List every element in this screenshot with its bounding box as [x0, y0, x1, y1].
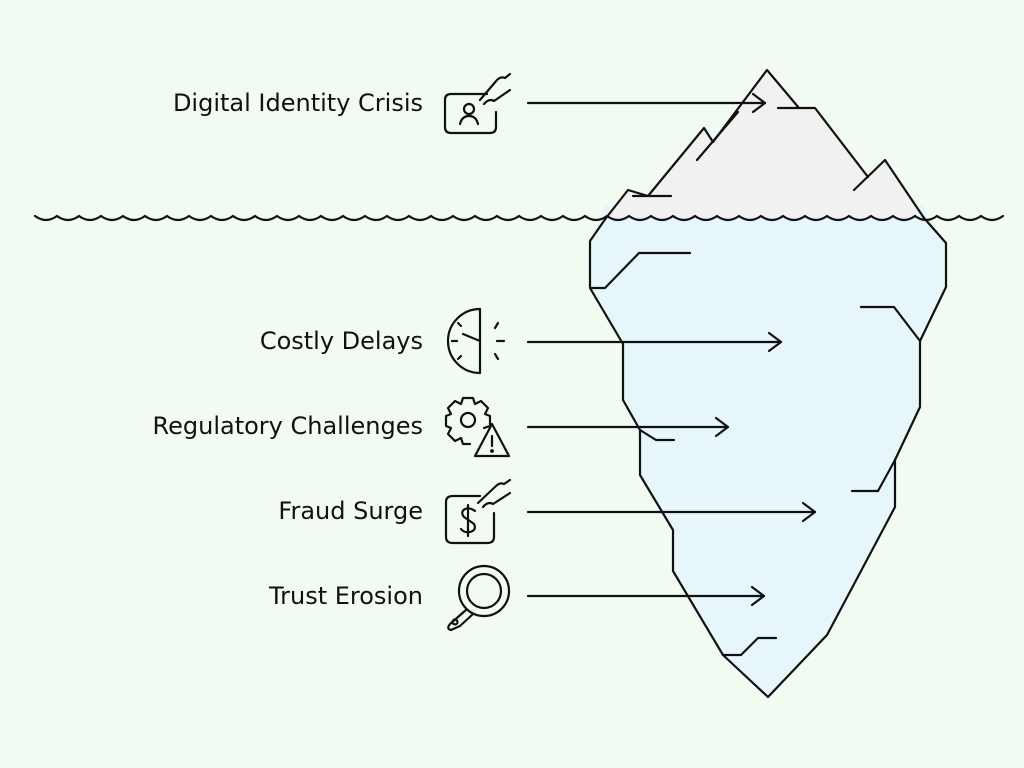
- label-costly-delays: Costly Delays: [259, 327, 423, 355]
- arrow-digital-identity-crisis: [526, 92, 767, 114]
- label-trust-erosion: Trust Erosion: [268, 582, 423, 610]
- iceberg-tip-outline: [604, 68, 926, 220]
- label-fraud-surge: Fraud Surge: [278, 497, 423, 525]
- arrow-costly-delays: [526, 331, 783, 353]
- label-regulatory-challenges: Regulatory Challenges: [152, 412, 423, 440]
- iceberg-tip: [606, 70, 924, 218]
- magnifying-glass-icon: [447, 564, 511, 632]
- arrow-regulatory-challenges: [526, 416, 730, 438]
- gear-warning-icon: [444, 396, 511, 458]
- iceberg-underwater-outline: [588, 216, 948, 699]
- dollar-card-hand-icon: [444, 478, 512, 545]
- iceberg-underwater: [590, 205, 946, 697]
- arrow-trust-erosion: [526, 585, 766, 607]
- stopwatch-half-icon: [446, 307, 506, 375]
- water-surface: [33, 214, 1005, 222]
- arrow-fraud-surge: [526, 501, 817, 523]
- label-digital-identity-crisis: Digital Identity Crisis: [172, 89, 423, 117]
- id-card-hand-icon: [443, 72, 512, 135]
- arrows: [526, 92, 817, 607]
